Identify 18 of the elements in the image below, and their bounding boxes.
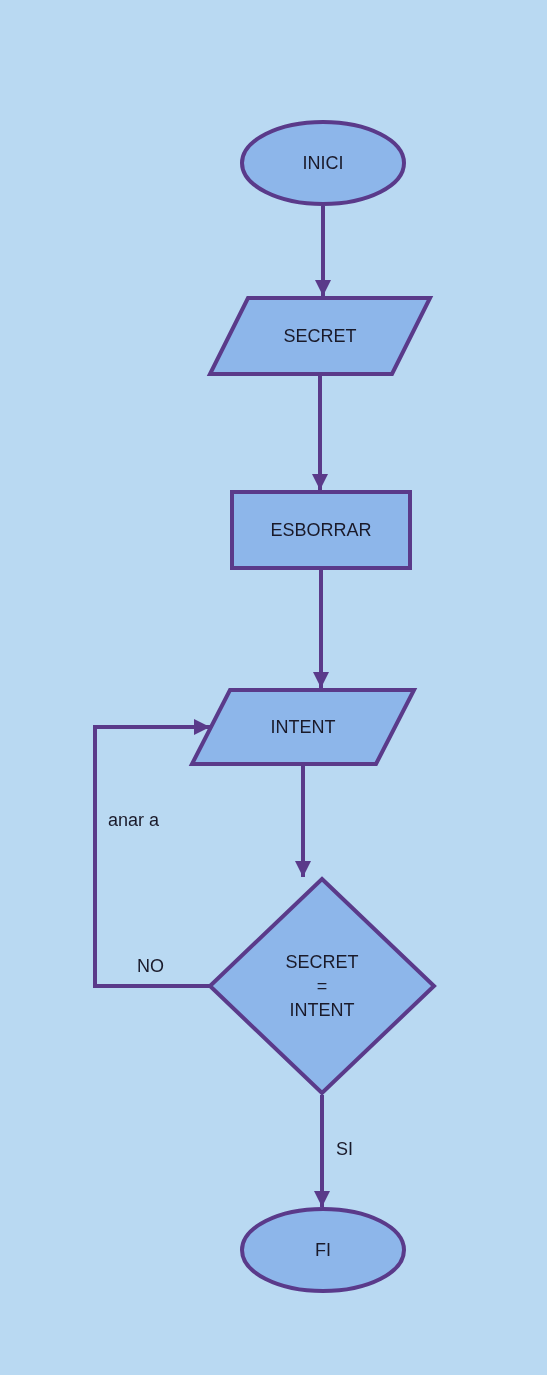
input-parallelogram xyxy=(208,296,432,376)
node-label: SECRET = INTENT xyxy=(284,950,360,1023)
terminal-ellipse xyxy=(240,120,406,206)
arrow xyxy=(93,719,210,988)
input-parallelogram xyxy=(190,688,416,766)
node-label: FI xyxy=(315,1238,331,1262)
arrow xyxy=(314,1095,330,1207)
node-label: ESBORRAR xyxy=(270,518,372,542)
node-label: INICI xyxy=(302,151,344,175)
arrow xyxy=(313,570,329,688)
process-box xyxy=(230,490,412,570)
node-label: INTENT xyxy=(270,715,336,739)
arrow xyxy=(312,376,328,490)
decision-diamond xyxy=(208,877,436,1095)
arrow xyxy=(295,766,311,877)
arrow xyxy=(315,206,331,296)
terminal-ellipse xyxy=(240,1207,406,1293)
node-label: SECRET xyxy=(283,324,357,348)
